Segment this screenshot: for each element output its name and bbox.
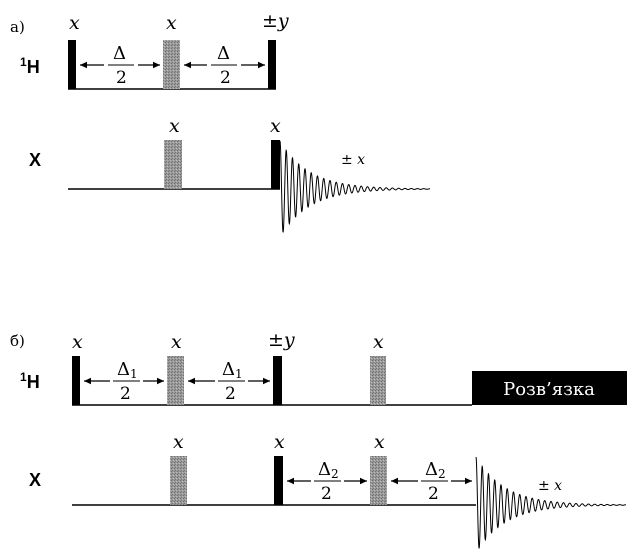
panel-b-h-pulse-180x-2	[370, 356, 386, 405]
panel-b-x-delay-2: Δ2 2	[391, 459, 472, 504]
panel-b-h-delay-2-num: Δ	[222, 359, 235, 380]
panel-b-h-delay-1-den: 2	[120, 384, 131, 404]
panel-b-x-pulse3-label: x	[374, 431, 385, 453]
panel-a-x-pulse-180x	[164, 140, 182, 189]
panel-b-x-delay-1-frac-num: Δ2	[318, 459, 339, 481]
decoupling-label: Розв’язка	[503, 379, 595, 400]
panel-a-h-delay-1: Δ 2	[80, 43, 160, 88]
panel-a-fid-phase-label: ± x	[341, 152, 365, 168]
panel-b-x-delay-1-den: 2	[321, 484, 332, 504]
panel-b-h-pulse-90x	[72, 356, 80, 405]
panel-b-x-delay-2-frac-num: Δ2	[425, 459, 446, 481]
panel-b-h-pulse2-label: x	[171, 331, 182, 353]
panel-b-x-delay-1-num: Δ	[318, 459, 331, 480]
panel-a-x-pulse1-label: x	[169, 115, 180, 137]
panel-a-h-pulse-180x	[163, 40, 180, 89]
panel-a-h-pulse-90y	[268, 40, 276, 89]
panel-a: а) 1H X x x ±y Δ 2 Δ 2	[10, 10, 430, 233]
panel-b: б) 1H X x x ±y x Δ1 2 Δ1 2	[10, 329, 627, 549]
panel-b-channel-x-label: X	[29, 470, 41, 490]
panel-b-x-delay-2-den: 2	[428, 484, 439, 504]
panel-b-label: б)	[10, 332, 25, 350]
panel-b-h-delay-2-sub: 1	[235, 367, 243, 381]
panel-b-x-pulse-180x-1	[170, 456, 187, 505]
decoupling-block: Розв’язка	[472, 371, 627, 405]
panel-a-label: а)	[10, 18, 25, 36]
panel-a-h-delay-2-den: 2	[220, 68, 231, 88]
panel-a-h-pulse3-label: ±y	[262, 10, 289, 32]
panel-b-x-pulse-180x-2	[370, 456, 387, 505]
panel-b-h-delay-2-frac-num: Δ1	[222, 359, 243, 381]
panel-b-x-delay-1: Δ2 2	[287, 459, 367, 504]
panel-b-x-pulse1-label: x	[173, 431, 184, 453]
panel-a-h-delay-2: Δ 2	[184, 43, 265, 88]
panel-a-channel-h-sup: 1	[20, 55, 27, 69]
panel-b-h-pulse-180x-1	[167, 356, 184, 405]
panel-b-h-delay-2: Δ1 2	[188, 359, 270, 404]
panel-b-channel-h-label: 1H	[20, 370, 40, 392]
panel-b-h-delay-1-frac-num: Δ1	[117, 359, 138, 381]
panel-a-h-delay-1-num: Δ	[113, 43, 126, 64]
panel-b-fid-signal	[475, 456, 626, 549]
panel-a-h-delay-2-num: Δ	[217, 43, 230, 64]
panel-a-fid-signal	[279, 140, 430, 233]
panel-a-channel-h-letter: H	[27, 57, 40, 77]
panel-a-h-delay-1-den: 2	[116, 68, 127, 88]
panel-b-x-pulse2-label: x	[274, 431, 285, 453]
panel-a-channel-h-label: 1H	[20, 55, 40, 77]
panel-a-channel-x-label: X	[29, 150, 41, 170]
panel-b-h-delay-1-sub: 1	[130, 367, 138, 381]
panel-b-h-pulse1-label: x	[72, 331, 83, 353]
panel-a-h-pulse2-label: x	[166, 12, 177, 34]
panel-b-channel-h-sup: 1	[20, 370, 27, 384]
panel-b-channel-h-letter: H	[27, 372, 40, 392]
panel-b-h-pulse4-label: x	[373, 331, 384, 353]
panel-b-h-pulse-90y	[273, 356, 282, 405]
panel-a-h-pulse-90x	[68, 40, 76, 89]
panel-b-x-pulse-90x	[274, 456, 283, 505]
panel-a-x-pulse2-label: x	[270, 115, 281, 137]
panel-b-h-delay-2-den: 2	[225, 384, 236, 404]
panel-b-h-delay-1-num: Δ	[117, 359, 130, 380]
panel-b-h-delay-1: Δ1 2	[84, 359, 164, 404]
panel-b-x-delay-1-sub: 2	[331, 467, 339, 481]
panel-b-x-delay-2-sub: 2	[438, 467, 446, 481]
panel-a-h-pulse1-label: x	[69, 12, 80, 34]
panel-b-x-delay-2-num: Δ	[425, 459, 438, 480]
decoupling-bar	[472, 371, 627, 405]
panel-a-x-pulse-90x	[271, 140, 280, 189]
panel-b-h-pulse3-label: ±y	[268, 329, 295, 351]
panel-b-fid-phase-label: ± x	[538, 478, 562, 494]
